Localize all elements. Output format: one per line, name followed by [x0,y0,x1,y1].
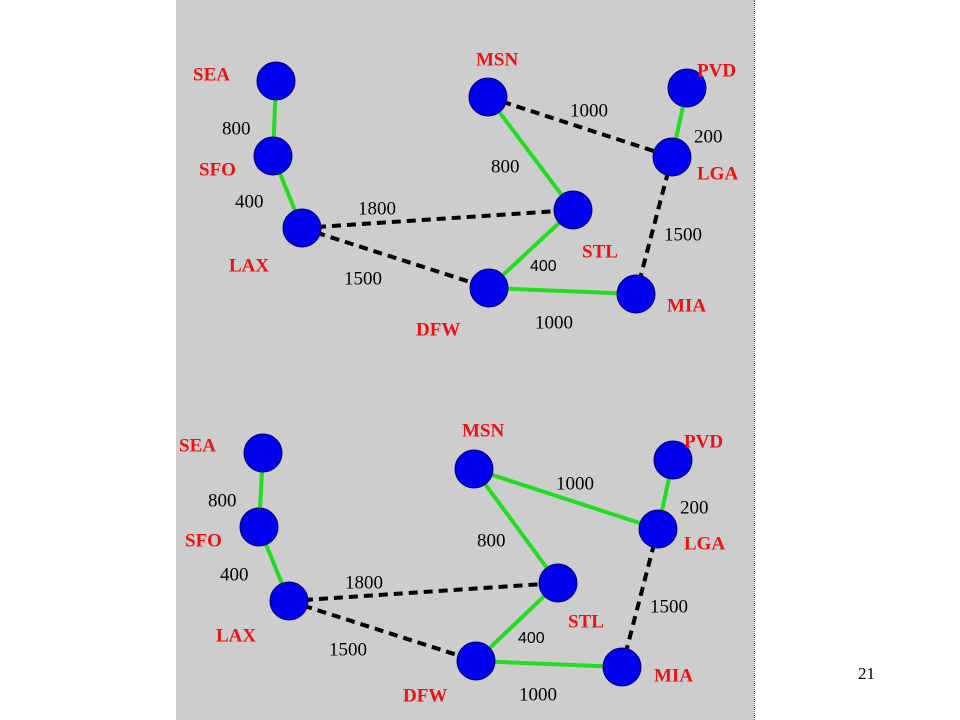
edge-dfw-mia [488,286,637,296]
label-lga: LGA [697,163,738,184]
weight-lga-mia: 1500 [664,224,702,245]
label-sea: SEA [179,435,216,456]
edge-lga-mia [634,156,674,295]
label-sfo: SFO [185,530,222,551]
edge-lax-dfw [288,599,477,663]
node-pvd [653,440,693,480]
weight-sfo-lax: 400 [235,191,264,212]
node-stl [553,190,593,230]
label-msn: MSN [462,420,505,441]
node-sea [243,433,283,473]
edge-lga-mia [620,528,660,668]
dotted-divider [754,0,755,720]
node-lga [638,509,678,549]
label-pvd: PVD [684,431,723,452]
edge-lax-stl [288,581,559,603]
page-number: 21 [858,664,875,683]
label-dfw: DFW [416,319,460,340]
weight-pvd-lga: 200 [680,497,709,518]
node-dfw [469,268,509,308]
node-lax [269,581,309,621]
node-lax [282,208,322,248]
edge-dfw-mia [475,659,623,669]
label-mia: MIA [667,295,706,316]
label-lax: LAX [216,625,256,646]
label-lax: LAX [229,255,269,276]
label-stl: STL [582,241,618,262]
weight-msn-lga: 1000 [556,473,594,494]
label-lga: LGA [684,533,725,554]
node-stl [538,563,578,603]
graph-top: SEA SFO LAX MSN STL DFW PVD LGA MIA 800 400 1800 150… [193,49,738,340]
label-pvd: PVD [697,60,736,81]
edge-msn-lga [487,95,673,159]
label-sea: SEA [193,64,230,85]
weight-sea-sfo: 800 [208,490,237,511]
graph-bottom: SEA SFO LAX MSN STL DFW PVD LGA MIA 800 400 1800 150… [179,420,725,706]
weight-stl-dfw: 400 [530,258,557,275]
node-mia [616,274,656,314]
weight-lax-stl: 1800 [358,198,396,219]
node-msn [454,449,494,489]
weight-msn-stl: 800 [477,530,506,551]
label-msn: MSN [476,49,519,70]
node-lga [652,137,692,177]
weight-sea-sfo: 800 [222,118,251,139]
label-stl: STL [568,611,604,632]
weight-dfw-mia: 1000 [519,684,557,705]
weight-stl-dfw: 400 [518,630,545,647]
edge-lax-dfw [301,226,490,290]
label-dfw: DFW [403,685,447,706]
edge-lax-stl [301,208,574,230]
node-dfw [456,641,496,681]
node-msn [468,77,508,117]
label-mia: MIA [654,665,693,686]
node-mia [602,647,642,687]
node-sea [256,61,296,101]
weight-lax-stl: 1800 [345,572,383,593]
weight-lga-mia: 1500 [650,596,688,617]
edge-msn-stl [472,467,560,585]
weight-msn-stl: 800 [491,156,520,177]
node-sfo [239,507,279,547]
edge-msn-stl [486,95,575,212]
weight-pvd-lga: 200 [694,126,723,147]
label-sfo: SFO [199,159,236,180]
node-sfo [253,136,293,176]
weight-sfo-lax: 400 [220,564,249,585]
weight-lax-dfw: 1500 [344,268,382,289]
node-pvd [667,68,707,108]
weight-dfw-mia: 1000 [535,312,573,333]
edge-msn-lga [473,467,659,531]
weight-msn-lga: 1000 [570,100,608,121]
weight-lax-dfw: 1500 [329,639,367,660]
